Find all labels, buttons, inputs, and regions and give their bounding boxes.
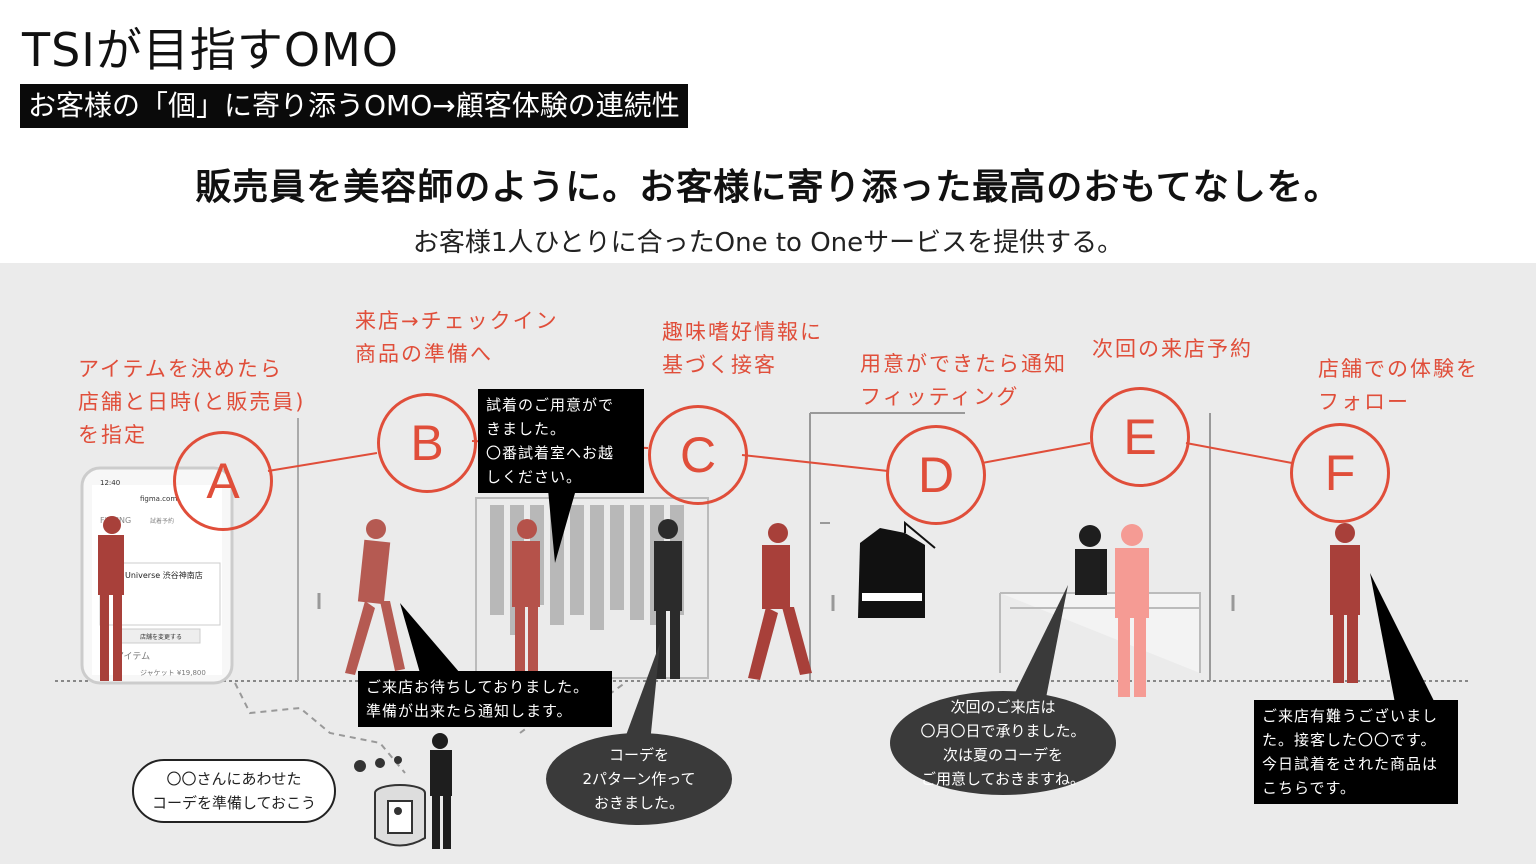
phone-url: figma.com	[140, 495, 177, 503]
phone-time: 12:40	[100, 479, 120, 487]
thought-dot	[375, 758, 385, 768]
tail-coordinate	[625, 643, 660, 743]
person-staff-small	[430, 733, 452, 849]
step-e-circle: E	[1090, 387, 1190, 487]
step-b-label: 来店→チェックイン商品の準備へ	[355, 305, 559, 371]
customer-database-icon	[375, 785, 425, 846]
step-c-label: 趣味嗜好情報に基づく接客	[662, 316, 823, 382]
person-f	[1330, 523, 1360, 683]
subline: お客様1人ひとりに合ったOne to Oneサービスを提供する。	[0, 222, 1536, 259]
step-e-label: 次回の来店予約	[1092, 333, 1253, 366]
thought-cloud: 〇〇さんにあわせたコーデを準備しておこう	[132, 759, 336, 823]
headline: 販売員を美容師のように。お客様に寄り添った最高のおもてなしを。	[0, 158, 1536, 210]
step-f-circle: F	[1290, 423, 1390, 523]
jacket-on-hanger	[858, 523, 935, 618]
counter	[1000, 593, 1200, 673]
bubble-welcome: ご来店お待ちしておりました。準備が出来たら通知します。	[358, 671, 612, 727]
phone-app-sub: 試着予約	[150, 517, 174, 525]
person-b-walking	[345, 519, 405, 675]
thought-dot	[354, 760, 366, 772]
step-a-label: アイテムを決めたら店舗と日時(と販売員)を指定	[78, 353, 305, 452]
subtitle-bar: お客様の「個」に寄り添うOMO→顧客体験の連続性	[20, 84, 688, 128]
tail-thanks	[1370, 573, 1435, 703]
bubble-fitting-ready: 試着のご用意ができました。 〇番試着室へお越しください。	[478, 389, 644, 493]
bubble-next-visit: 次回のご来店は〇月〇日で承りました。 次は夏のコーデをご用意しておきますね。	[890, 691, 1116, 795]
step-d-circle: D	[886, 425, 986, 525]
step-b-circle: B	[377, 393, 477, 493]
step-d-label: 用意ができたら通知フィッティング	[860, 348, 1067, 414]
page-title: TSIが目指すOMO	[22, 14, 399, 80]
person-c-customer	[512, 519, 540, 683]
step-c-circle: C	[648, 405, 748, 505]
journey-stage: 12:40 figma.com FITTING 試着予約 Universe 渋谷…	[0, 263, 1536, 864]
phone-item: ジャケット ¥19,800	[140, 669, 206, 677]
person-e-staff	[1075, 525, 1107, 595]
bubble-thanks: ご来店有難うございました。接客した〇〇です。 今日試着をされた商品はこちらです。	[1254, 700, 1458, 804]
step-a-circle: A	[173, 431, 273, 531]
person-e-customer	[1115, 524, 1149, 697]
thought-dot	[394, 756, 402, 764]
phone-store-name: Universe 渋谷神南店	[125, 570, 203, 580]
step-f-label: 店舗での体験をフォロー	[1318, 353, 1479, 419]
person-d-walking	[748, 523, 812, 680]
tail-welcome	[400, 603, 460, 673]
phone-button: 店舗を変更する	[140, 633, 182, 641]
